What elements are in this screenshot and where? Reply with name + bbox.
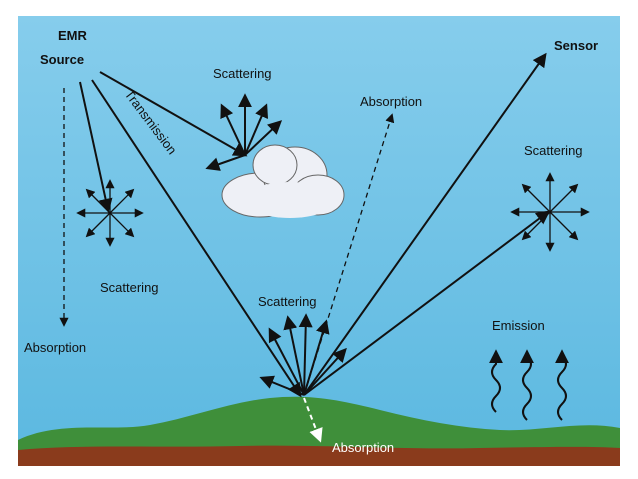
reflected-ray-to-right-scatter (303, 210, 551, 396)
emission-label: Emission (492, 318, 545, 333)
scattering-cloud-label: Scattering (213, 66, 272, 81)
ground-scattering-arrows (259, 313, 347, 396)
ray-to-cloud (99, 71, 248, 157)
cloud-scattering-arrows (205, 93, 283, 171)
absorption-top-label: Absorption (360, 94, 422, 109)
transmission-ray (91, 79, 302, 398)
reflected-ray-to-sensor (303, 52, 547, 396)
soil-layer (18, 445, 620, 466)
absorption-ground-label: Absorption (332, 440, 394, 455)
scattering-left-label: Scattering (100, 280, 159, 295)
source-label-line2: Source (40, 52, 84, 67)
right-scattering-star (510, 172, 590, 252)
ground-absorption-ray (303, 397, 323, 443)
cloud (221, 144, 345, 218)
ray-to-left-scatter (79, 81, 113, 213)
scattering-ground-label: Scattering (258, 294, 317, 309)
scattering-right-label: Scattering (524, 143, 583, 158)
sensor-label: Sensor (554, 38, 598, 53)
left-scattering-star (76, 179, 144, 247)
absorption-left-label: Absorption (24, 340, 86, 355)
emission-arrows (489, 349, 569, 421)
source-label-line1: EMR (58, 28, 88, 43)
